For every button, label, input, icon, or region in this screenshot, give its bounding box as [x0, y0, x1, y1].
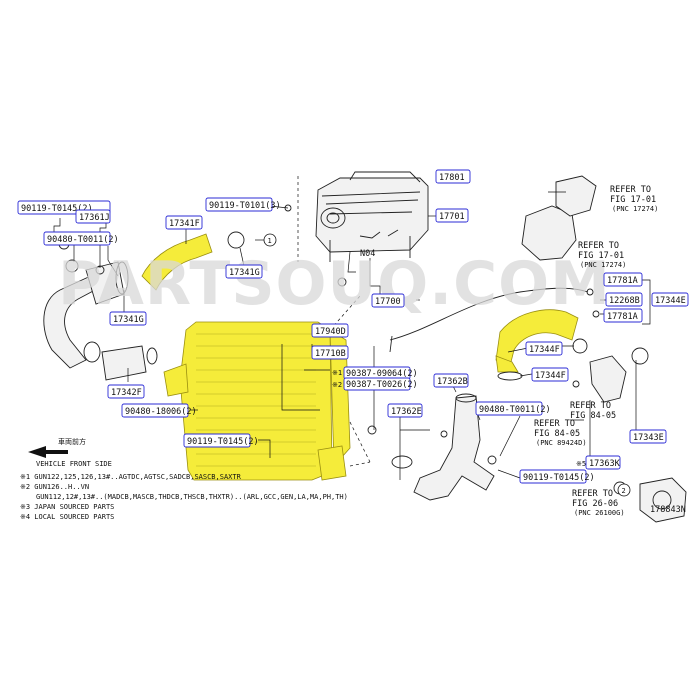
figure-references: REFER TO FIG 17-01 (PNC 17274) REFER TO … [534, 185, 686, 517]
note-line-4: ※3 JAPAN SOURCED PARTS [20, 503, 114, 511]
note-line-5: ※4 LOCAL SOURCED PARTS [20, 513, 114, 521]
ref1-line1: REFER TO [610, 185, 651, 195]
part-label-17341f[interactable]: 17341F [169, 219, 200, 229]
hose-17344e-drawing [389, 287, 600, 381]
part-label-17343e[interactable]: 17343E [633, 433, 664, 443]
ref3-line2[interactable]: FIG 84-05 [570, 411, 616, 421]
ref5-line2[interactable]: FIG 26-06 [572, 499, 618, 509]
part-label-90119-t0101[interactable]: 90119-T0101(3) [209, 201, 281, 211]
part-label-12268b[interactable]: 12268B [609, 296, 640, 306]
label-box [605, 292, 643, 307]
ref2-line3: (PNC 17274) [580, 261, 626, 269]
marker-note-5: ※5 [576, 460, 586, 468]
part-label-17361j[interactable]: 17361J [79, 213, 110, 223]
label-box [371, 293, 405, 308]
label-box [525, 341, 563, 356]
label-box [43, 231, 111, 246]
note-line-2: ※2 GUN126..H..VN [20, 483, 89, 491]
ref5-line1: REFER TO [572, 489, 613, 499]
front-label-english: VEHICLE FRONT SIDE [36, 460, 112, 468]
part-label-17363k[interactable]: 17363K [589, 459, 621, 469]
label-box [311, 323, 349, 338]
part-label-17341g-b[interactable]: 17341G [113, 315, 144, 325]
label-box [603, 272, 643, 287]
label-box [629, 429, 667, 444]
label-box [475, 401, 543, 416]
ref4-line3: (PNC 89424D) [536, 439, 587, 447]
connector-pipe-drawing [367, 393, 497, 501]
part-label-17362e[interactable]: 17362E [391, 407, 422, 417]
label-box [387, 403, 423, 418]
right-pipes-drawing [521, 175, 687, 523]
label-box [311, 345, 349, 360]
circled-callouts: 1 2 [263, 233, 631, 497]
part-label-17700[interactable]: 17700 [375, 297, 401, 307]
label-box [651, 292, 689, 307]
label-box [75, 209, 111, 224]
notes-block: ※1 GUN122,125,126,13#..AGTDC,AGTSC,SADCB… [20, 473, 348, 521]
part-label-90387-t0026[interactable]: 90387-T0026(2) [346, 380, 418, 390]
part-label-17781a-a[interactable]: 17781A [607, 276, 638, 286]
ref1-line2[interactable]: FIG 17-01 [610, 195, 656, 205]
marker-note-1: ※1 [332, 369, 342, 377]
label-box [531, 367, 569, 382]
part-label-17781a-b[interactable]: 17781A [607, 312, 638, 322]
part-label-17342f[interactable]: 17342F [111, 388, 142, 398]
ref2-line1: REFER TO [578, 241, 619, 251]
left-intake-pipe-drawing [43, 238, 158, 381]
part-label-17341g-a[interactable]: 17341G [229, 268, 260, 278]
part-label-90480-t0011-mid[interactable]: 90480-T0011(2) [479, 405, 551, 415]
label-box [433, 373, 469, 388]
label-box [585, 455, 621, 470]
front-label-japanese: 車両前方 [58, 437, 86, 446]
front-arrow-icon [28, 446, 68, 458]
label-box [225, 264, 263, 279]
label-box [107, 384, 145, 399]
part-label-90480-t0011-top[interactable]: 90480-T0011(2) [47, 235, 119, 245]
part-label-17701[interactable]: 17701 [439, 212, 465, 222]
note-line-1: ※1 GUN122,125,126,13#..AGTDC,AGTSC,SADCB… [20, 473, 242, 481]
circle-callout-1: 1 [268, 237, 272, 245]
label-box [109, 311, 147, 326]
note-line-3: GUN112,12#,13#..(MADCB,MASCB,THDCB,THSCB… [36, 493, 348, 501]
circle-callout-2: 2 [622, 487, 626, 495]
label-box [205, 197, 273, 212]
label-box [121, 403, 189, 418]
label-box [343, 377, 411, 391]
watermark: PARTSOUQ.COM [58, 249, 611, 319]
part-label-17344f-a[interactable]: 17344F [529, 345, 560, 355]
ref1-line3: (PNC 17274) [612, 205, 658, 213]
part-label-17710b[interactable]: 17710B [315, 349, 346, 359]
diagram-id: 178843N [650, 505, 686, 515]
part-label-17940d[interactable]: 17940D [315, 327, 346, 337]
part-labels: 90119-T0145(2) 17361J 90480-T0011(2) 173… [17, 169, 689, 484]
part-label-n04[interactable]: N04 [360, 249, 375, 259]
label-box [165, 215, 203, 230]
part-label-90480-18006[interactable]: 90480-18006(2) [125, 407, 197, 417]
ref2-line2[interactable]: FIG 17-01 [578, 251, 624, 261]
vehicle-front-indicator: 車両前方 VEHICLE FRONT SIDE [28, 437, 112, 468]
label-box [603, 308, 643, 323]
part-label-90119-t0145-bot[interactable]: 90119-T0145(2) [523, 473, 595, 483]
part-label-90119-t0145-mid[interactable]: 90119-T0145(2) [187, 437, 259, 447]
part-label-90119-t0145-top[interactable]: 90119-T0145(2) [21, 204, 93, 214]
part-label-17344e[interactable]: 17344E [655, 296, 686, 306]
label-box [435, 208, 469, 223]
ref4-line2[interactable]: FIG 84-05 [534, 429, 580, 439]
ref3-line1: REFER TO [570, 401, 611, 411]
air-cleaner-drawing [297, 171, 429, 287]
label-box [435, 169, 471, 184]
marker-note-2: ※2 [332, 381, 342, 389]
part-label-17362b[interactable]: 17362B [437, 377, 468, 387]
ref5-line3: (PNC 26100G) [574, 509, 625, 517]
part-label-90387-09064[interactable]: 90387-09064(2) [346, 369, 418, 379]
label-box [183, 433, 251, 448]
part-label-17801[interactable]: 17801 [439, 173, 465, 183]
label-box [519, 469, 587, 484]
part-label-17344f-b[interactable]: 17344F [535, 371, 566, 381]
ref4-line1: REFER TO [534, 419, 575, 429]
